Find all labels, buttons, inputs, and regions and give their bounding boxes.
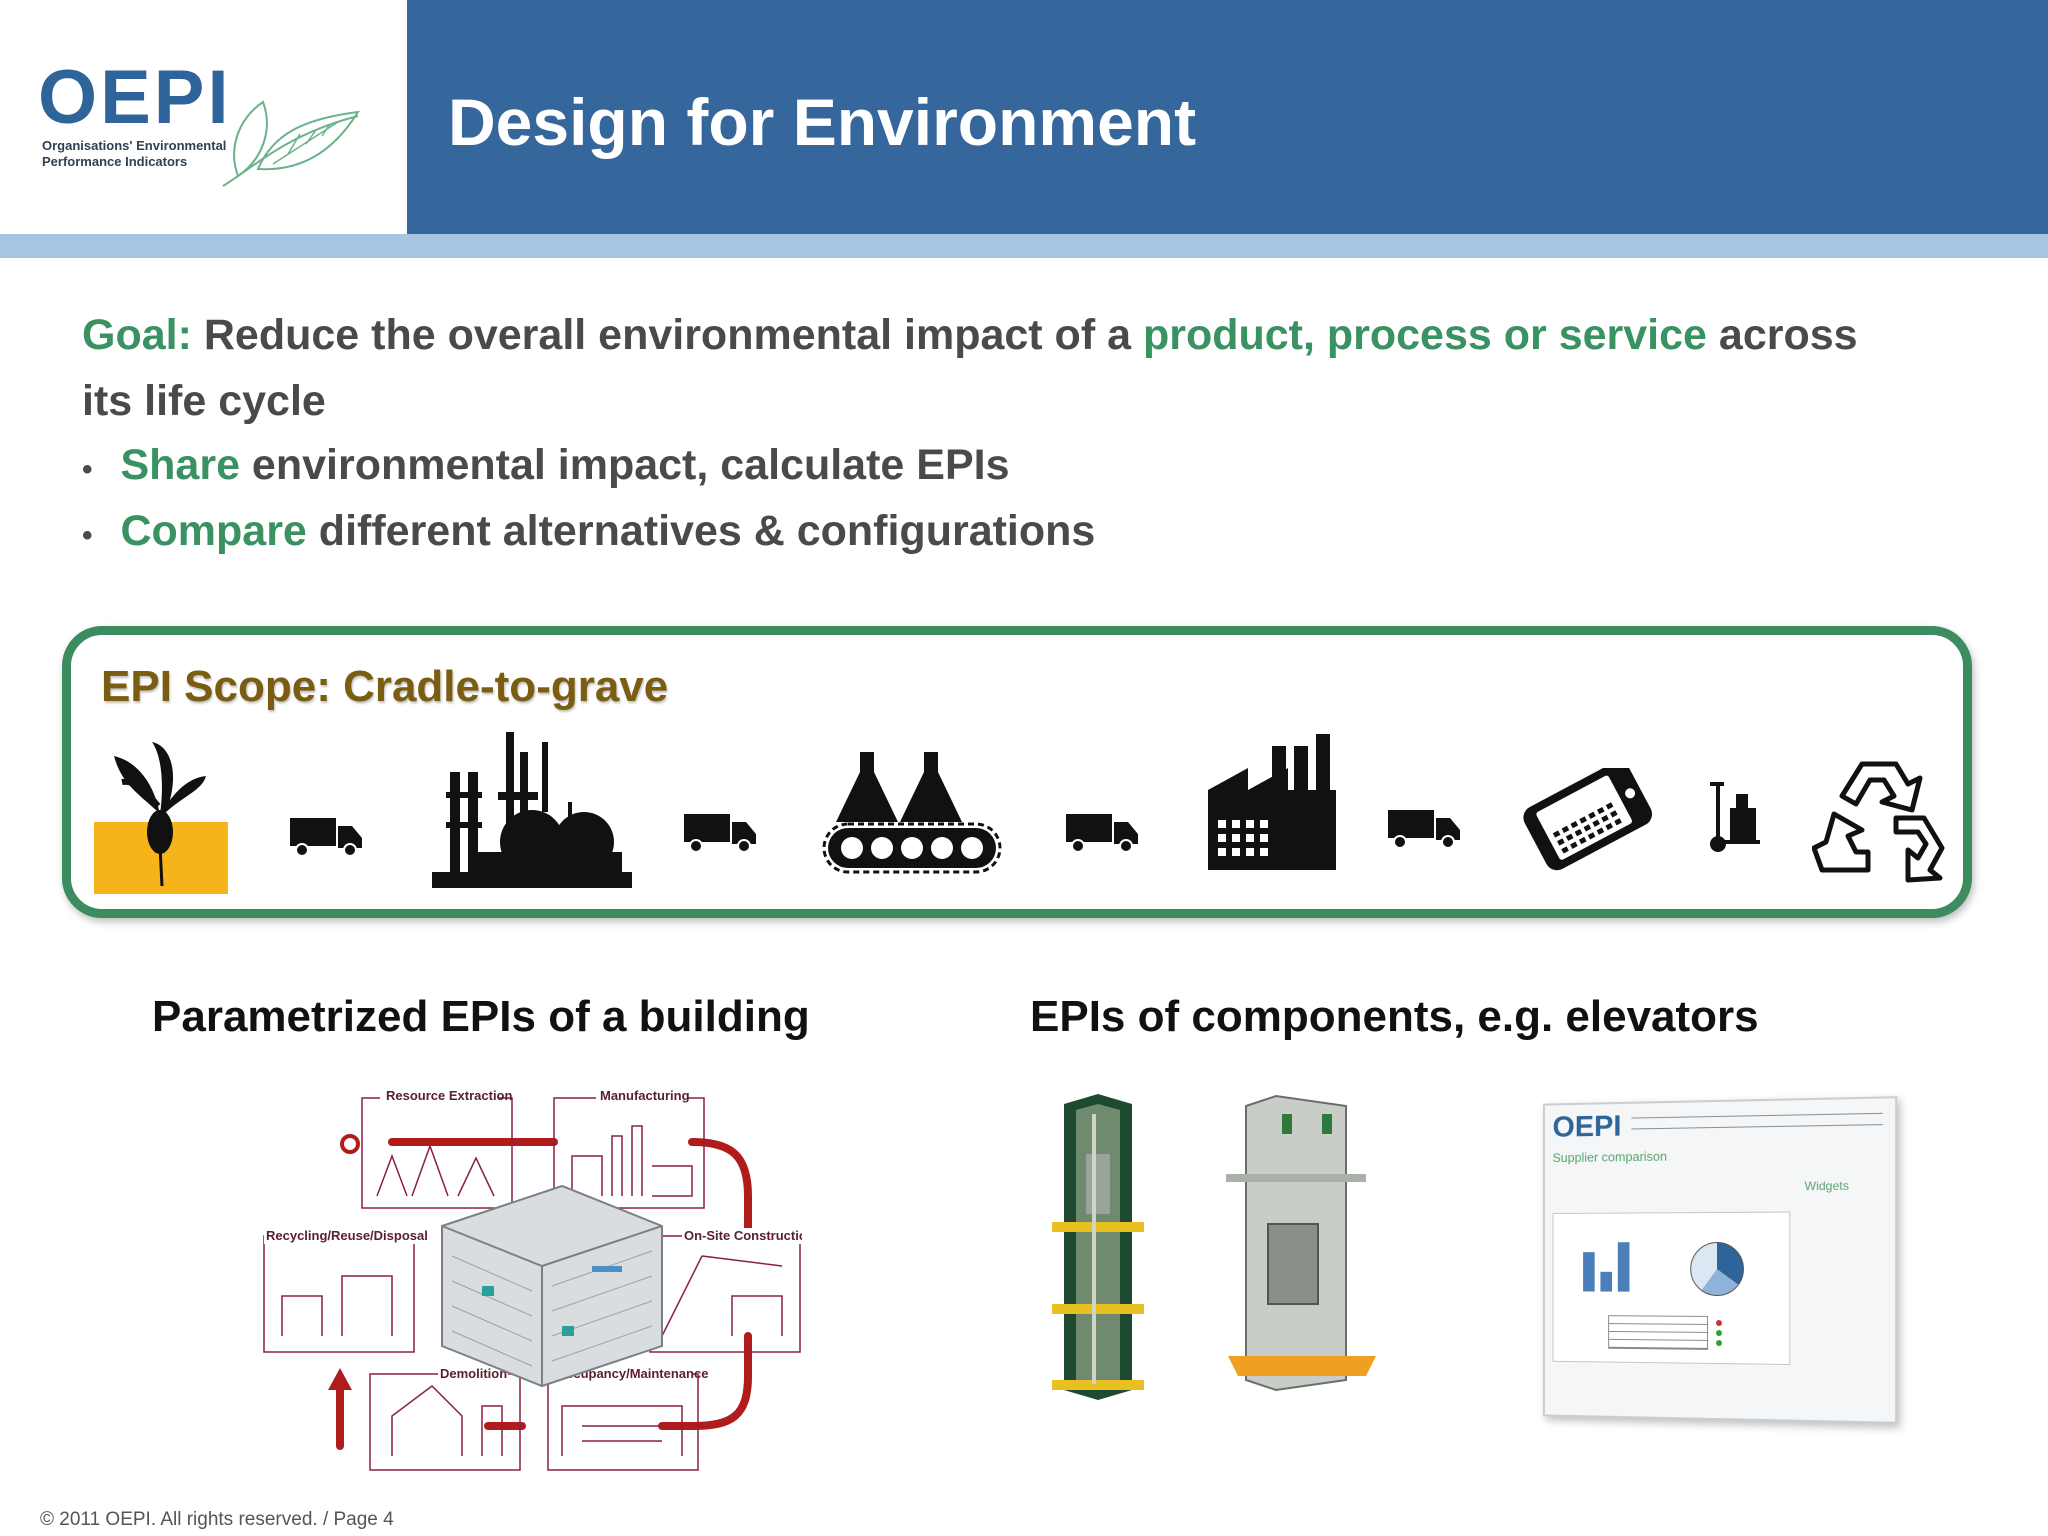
logo-wordmark: OEPI <box>38 55 232 140</box>
factory-icon <box>1208 734 1336 870</box>
label-resource-extraction: Resource Extraction <box>386 1088 512 1103</box>
bullet-item: • Compare different alternatives & confi… <box>82 498 1095 569</box>
truck-icon <box>1388 810 1460 849</box>
bar-chart-bar <box>1583 1252 1595 1292</box>
hand-truck-icon <box>1710 782 1760 852</box>
logo-subtitle-line1: Organisations' Environmental <box>42 138 227 153</box>
plant-icon <box>94 742 228 894</box>
label-manufacturing: Manufacturing <box>600 1088 690 1103</box>
footer-copyright: © 2011 OEPI. All rights reserved. / Page… <box>40 1509 394 1530</box>
goal-label: Goal: <box>82 311 192 359</box>
refinery-icon <box>432 732 632 888</box>
header-stripe <box>0 234 2048 258</box>
leaf-icon <box>222 100 360 187</box>
screenshot-side-title: Widgets <box>1804 1178 1849 1194</box>
recycle-icon <box>1812 761 1945 883</box>
bullet-highlight: Share <box>120 441 240 489</box>
elevator-shaft-2 <box>1226 1094 1376 1392</box>
goal-line-1: Goal: Reduce the overall environmental i… <box>82 302 1858 368</box>
goal-text-a: Reduce the overall environmental impact … <box>191 311 1143 359</box>
label-onsite-construction: On-Site Construction <box>684 1228 802 1243</box>
pie-chart <box>1690 1241 1744 1297</box>
status-dot <box>1716 1330 1722 1337</box>
smartphone-icon <box>1523 768 1653 871</box>
status-dot <box>1716 1320 1722 1327</box>
bullet-item: • Share environmental impact, calculate … <box>82 432 1010 503</box>
bullet-text: environmental impact, calculate EPIs <box>239 441 1010 489</box>
truck-icon <box>290 818 362 857</box>
scope-title: EPI Scope: Cradle-to-grave <box>101 662 669 711</box>
elevator-shaft-1 <box>1052 1094 1144 1400</box>
slide-title: Design for Environment <box>448 85 1197 159</box>
bullet-marker: • <box>82 453 93 486</box>
screenshot-subtitle: Supplier comparison <box>1552 1148 1668 1166</box>
bar-chart-bar <box>1600 1271 1613 1292</box>
scope-box <box>62 626 1972 918</box>
logo-subtitle-line2: Performance Indicators <box>42 154 188 169</box>
elevator-images <box>1052 1094 1376 1400</box>
components-heading: EPIs of components, e.g. elevators <box>1030 992 1759 1041</box>
building-lifecycle-diagram: Resource Extraction Manufacturing Recycl… <box>263 1088 802 1471</box>
oepi-app-screenshot: OEPI Supplier comparison Widgets <box>1542 1096 1898 1424</box>
goal-text-b: across <box>1706 311 1858 359</box>
conveyor-icon <box>822 752 1002 874</box>
screenshot-nav <box>1631 1112 1883 1130</box>
bar-chart-bar <box>1617 1242 1630 1292</box>
header-bar <box>407 0 2048 234</box>
building-3d-image <box>441 1184 663 1388</box>
bullet-highlight: Compare <box>120 507 307 555</box>
goal-line-2: its life cycle <box>82 377 326 425</box>
status-dot <box>1716 1340 1722 1347</box>
label-demolition: Demolition <box>440 1366 507 1381</box>
goal-highlight: product, process or service <box>1142 311 1707 359</box>
bullet-marker: • <box>82 519 93 552</box>
oepi-logo: OEPI Organisations' Environmental Perfor… <box>38 58 368 198</box>
screenshot-table <box>1608 1315 1709 1350</box>
truck-icon <box>684 814 756 853</box>
truck-icon <box>1066 814 1138 853</box>
label-occupancy: Occupancy/Maintenance <box>556 1366 708 1381</box>
screenshot-logo: OEPI <box>1552 1109 1622 1144</box>
building-heading: Parametrized EPIs of a building <box>152 992 810 1041</box>
bullet-text: different alternatives & configurations <box>306 507 1096 555</box>
label-recycling: Recycling/Reuse/Disposal <box>266 1228 428 1243</box>
